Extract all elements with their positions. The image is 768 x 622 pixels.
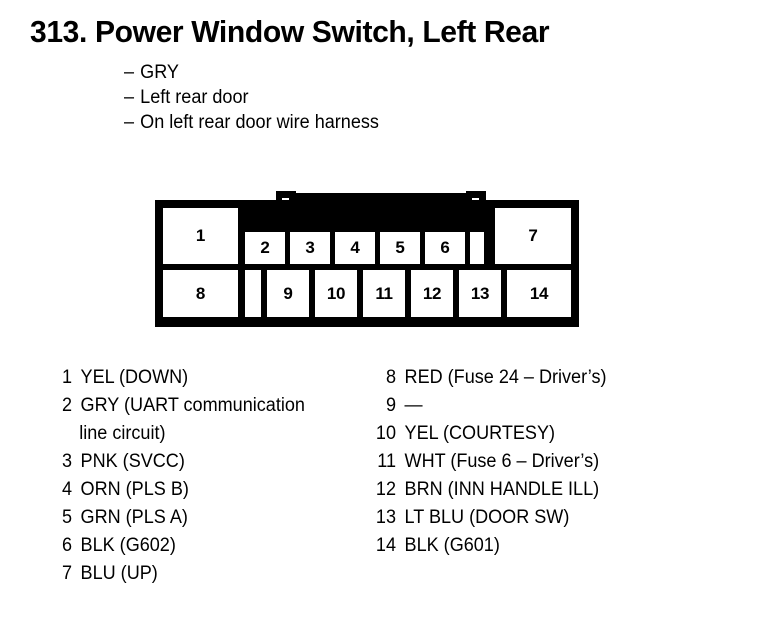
pin-entry-8: 8 RED (Fuse 24 – Driver’s) — [370, 364, 720, 392]
pin-entry-12: 12 BRN (INN HANDLE ILL) — [370, 476, 720, 504]
spec-text: GRY — [140, 62, 179, 83]
pin-cavity-8 — [163, 270, 238, 317]
pin-entry-number: 7 — [61, 563, 72, 584]
pin-cavity-5 — [380, 232, 420, 264]
pin-entry-description: GRN (PLS A) — [80, 507, 188, 528]
pin-entry-number: 13 — [375, 507, 396, 528]
pin-entry-2-continuation: line circuit) — [79, 423, 166, 444]
connector-diagram: 1 2 3 4 5 6 7 8 9 10 11 12 13 14 — [155, 191, 579, 327]
pin-label-9: 9 — [283, 283, 293, 303]
pin-cavity-13 — [459, 270, 501, 317]
pin-entry-description: BRN (INN HANDLE ILL) — [404, 479, 600, 500]
pin-entry-number: 11 — [377, 451, 396, 472]
pin-label-8: 8 — [195, 283, 206, 303]
pin-cavity-blank-bottom — [245, 270, 261, 317]
spec-text: Left rear door — [140, 87, 249, 108]
dash-bullet-icon: – — [124, 112, 135, 133]
pin-cavity-blank-top — [470, 232, 484, 264]
pin-entry-2: 2 GRY (UART communication — [46, 392, 376, 420]
dash-bullet-icon: – — [124, 62, 135, 83]
pin-entry-number: 3 — [61, 451, 72, 472]
pin-entry-1: 1 YEL (DOWN) — [46, 364, 376, 392]
pin-entry-description: — — [404, 395, 423, 416]
pin-cavity-1 — [163, 208, 238, 264]
pin-label-6: 6 — [440, 238, 450, 257]
pin-entry-number: 9 — [385, 395, 396, 416]
pin-cavity-9 — [267, 270, 309, 317]
pin-entry-3: 3 PNK (SVCC) — [46, 448, 376, 476]
page-title: 313. Power Window Switch, Left Rear — [30, 14, 550, 49]
pin-entry-number: 8 — [385, 367, 396, 388]
pin-entry-11: 11 WHT (Fuse 6 – Driver’s) — [370, 448, 720, 476]
pin-label-4: 4 — [350, 238, 360, 257]
spec-list: –GRY –Left rear door –On left rear door … — [124, 60, 392, 135]
pin-list-left: 1 YEL (DOWN) 2 GRY (UART communication l… — [46, 364, 376, 588]
pin-cavity-7 — [495, 208, 571, 264]
pin-entry-number: 4 — [61, 479, 72, 500]
pin-entry-description: LT BLU (DOOR SW) — [404, 507, 570, 528]
pin-label-14: 14 — [529, 283, 549, 303]
pin-entry-9: 9 — — [370, 392, 720, 420]
pin-entry-number: 14 — [375, 535, 396, 556]
pin-cavity-4 — [335, 232, 375, 264]
pin-cavity-6 — [425, 232, 465, 264]
pin-entry-number: 2 — [61, 395, 72, 416]
pin-label-5: 5 — [395, 238, 405, 257]
pin-entry-13: 13 LT BLU (DOOR SW) — [370, 504, 720, 532]
spec-item-connector-color: –GRY — [124, 60, 379, 85]
pin-label-7: 7 — [528, 226, 538, 245]
pin-label-3: 3 — [305, 238, 315, 257]
pin-label-10: 10 — [326, 283, 346, 303]
pin-entry-description: BLK (G602) — [80, 535, 176, 556]
pin-cavity-12 — [411, 270, 453, 317]
pin-entry-description: PNK (SVCC) — [80, 451, 185, 472]
spec-text: On left rear door wire harness — [140, 112, 379, 133]
pin-entry-description: YEL (DOWN) — [80, 367, 189, 388]
pin-entry-number: 5 — [61, 507, 72, 528]
pin-entry-description: ORN (PLS B) — [80, 479, 189, 500]
pin-entry-number: 6 — [61, 535, 72, 556]
dash-bullet-icon: – — [124, 87, 135, 108]
pin-entry-description: BLU (UP) — [80, 563, 158, 584]
pin-label-11: 11 — [375, 283, 393, 303]
spec-item-harness: –On left rear door wire harness — [124, 110, 379, 135]
pin-cavity-14 — [507, 270, 571, 317]
pin-entry-14: 14 BLK (G601) — [370, 532, 720, 560]
pin-label-2: 2 — [260, 238, 270, 257]
pin-list-right: 8 RED (Fuse 24 – Driver’s) 9 — 10 YEL (C… — [370, 364, 720, 560]
pin-cavity-10 — [315, 270, 357, 317]
pin-entry-number: 12 — [375, 479, 396, 500]
pin-entry-6: 6 BLK (G602) — [46, 532, 376, 560]
spec-item-location: –Left rear door — [124, 85, 379, 110]
pin-label-1: 1 — [195, 226, 206, 245]
pin-label-12: 12 — [422, 283, 442, 303]
pin-entry-10: 10 YEL (COURTESY) — [370, 420, 720, 448]
pin-entry-4: 4 ORN (PLS B) — [46, 476, 376, 504]
pin-entry-7: 7 BLU (UP) — [46, 560, 376, 588]
pin-entry-description: WHT (Fuse 6 – Driver’s) — [404, 451, 600, 472]
pin-entry-description: YEL (COURTESY) — [404, 423, 556, 444]
pin-entry-number: 10 — [375, 423, 396, 444]
pin-entry-number: 1 — [61, 367, 72, 388]
pin-entry-description: BLK (G601) — [404, 535, 500, 556]
pin-entry-5: 5 GRN (PLS A) — [46, 504, 376, 532]
pin-cavity-3 — [290, 232, 330, 264]
pin-cavity-11 — [363, 270, 405, 317]
pin-entry-description: GRY (UART communication — [80, 395, 305, 416]
pin-entry-description: RED (Fuse 24 – Driver’s) — [404, 367, 607, 388]
pin-label-13: 13 — [470, 283, 490, 303]
pin-cavity-2 — [245, 232, 285, 264]
